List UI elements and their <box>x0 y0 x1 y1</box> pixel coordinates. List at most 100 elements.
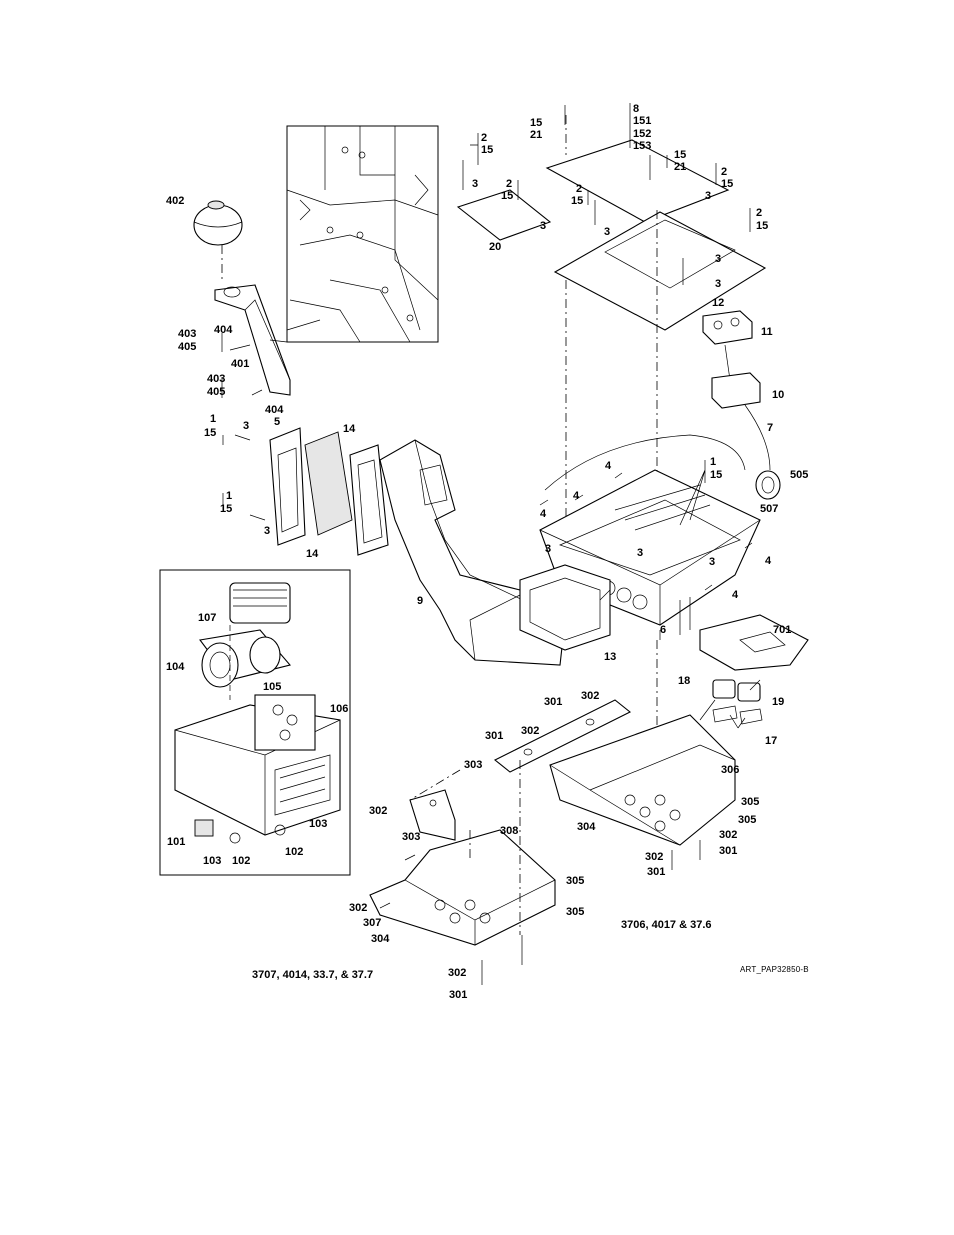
part-304-tray-right <box>549 714 736 846</box>
callout: 307 <box>363 917 382 929</box>
part-701-plate <box>699 614 809 671</box>
callout: 4 <box>605 460 612 472</box>
callout: 402 <box>166 195 185 207</box>
callout: 103 <box>203 855 222 867</box>
assembly-caption-left: 3707, 4014, 33.7, & 37.7 <box>252 969 374 981</box>
callout: 102 <box>285 846 304 858</box>
callout: 1 <box>710 456 717 468</box>
callout: 3 <box>709 556 716 568</box>
callout: 303 <box>464 759 483 771</box>
callout: 3 <box>472 178 479 190</box>
callout: 106 <box>330 703 349 715</box>
callout: 401 <box>231 358 250 370</box>
callout: 14 <box>306 548 319 560</box>
part-402-tank <box>193 200 243 280</box>
callout: 3 <box>604 226 611 238</box>
callout: 10 <box>772 389 785 401</box>
callout: 3 <box>243 420 250 432</box>
callout: 13 <box>604 651 617 663</box>
callout: 20 <box>489 241 502 253</box>
leader-lines <box>221 103 761 729</box>
part-401-bracket <box>214 284 291 396</box>
callout: 104 <box>166 661 185 673</box>
lower-detail-inset <box>159 569 351 876</box>
callout: 302 <box>581 690 600 702</box>
callout: 3 <box>705 190 712 202</box>
callout: 404 <box>265 404 284 416</box>
callout: 306 <box>721 764 740 776</box>
callout: 404 <box>214 324 233 336</box>
callout: 2 <box>756 207 763 219</box>
wire-7 <box>544 404 771 491</box>
callout: 302 <box>645 851 664 863</box>
part-303-strap-right <box>493 699 632 773</box>
callout: 2 <box>576 183 583 195</box>
callout: 15 <box>710 469 723 481</box>
callout: 301 <box>647 866 666 878</box>
callout: 305 <box>738 814 757 826</box>
callout: 18 <box>678 675 691 687</box>
fastener-pins <box>234 105 753 985</box>
assembly-caption-right: 3706, 4017 & 37.6 <box>621 919 712 931</box>
callout: 8 <box>633 103 640 115</box>
callout: 19 <box>772 696 785 708</box>
callout: 403 <box>178 328 197 340</box>
callout: 4 <box>732 589 739 601</box>
callout: 305 <box>566 875 585 887</box>
callout: 15 <box>674 149 687 161</box>
callout: 507 <box>760 503 779 515</box>
callout: 308 <box>500 825 519 837</box>
callout: 1 <box>210 413 217 425</box>
callout: 4 <box>540 508 547 520</box>
callout: 301 <box>544 696 563 708</box>
callout: 7 <box>767 422 774 434</box>
callout: 101 <box>167 836 186 848</box>
callout: 153 <box>633 140 652 152</box>
callout: 3 <box>715 278 722 290</box>
callout: 102 <box>232 855 251 867</box>
callout: 15 <box>220 503 233 515</box>
callout: 301 <box>719 845 738 857</box>
callout: 302 <box>448 967 467 979</box>
callout: 21 <box>530 129 543 141</box>
callout: 301 <box>485 730 504 742</box>
callout: 5 <box>274 416 281 428</box>
part-303-bracket-left <box>409 789 456 841</box>
callout: 304 <box>577 821 596 833</box>
part-5-screen <box>269 427 389 556</box>
callout: 4 <box>573 490 580 502</box>
callout: 17 <box>765 735 778 747</box>
callout: 152 <box>633 128 652 140</box>
part-505-gauge <box>755 470 781 500</box>
callout: 15 <box>501 190 514 202</box>
callout: 15 <box>756 220 769 232</box>
callout: 9 <box>417 595 424 607</box>
callout: 3 <box>264 525 271 537</box>
part-6-housing <box>519 469 761 651</box>
art-id: ART_PAP32850-B <box>740 965 809 974</box>
callout: 6 <box>660 624 667 636</box>
callout: 302 <box>349 902 368 914</box>
part-304-tray-left <box>369 829 556 946</box>
callout: 305 <box>741 796 760 808</box>
callout: 12 <box>712 297 725 309</box>
callout: 21 <box>674 161 687 173</box>
callout: 302 <box>521 725 540 737</box>
callout: 14 <box>343 423 356 435</box>
callout: 303 <box>402 831 421 843</box>
callout: 3 <box>637 547 644 559</box>
top-cover-plates <box>456 115 767 520</box>
callout: 105 <box>263 681 282 693</box>
callout: 405 <box>207 386 226 398</box>
callout: 505 <box>790 469 809 481</box>
callout: 15 <box>571 195 584 207</box>
callout: 701 <box>773 624 792 636</box>
callout: 3 <box>540 220 547 232</box>
callout: 301 <box>449 989 468 1001</box>
callout: 15 <box>721 178 734 190</box>
part-11-12-switch <box>702 310 761 409</box>
callout: 15 <box>481 144 494 156</box>
callout: 304 <box>371 933 390 945</box>
